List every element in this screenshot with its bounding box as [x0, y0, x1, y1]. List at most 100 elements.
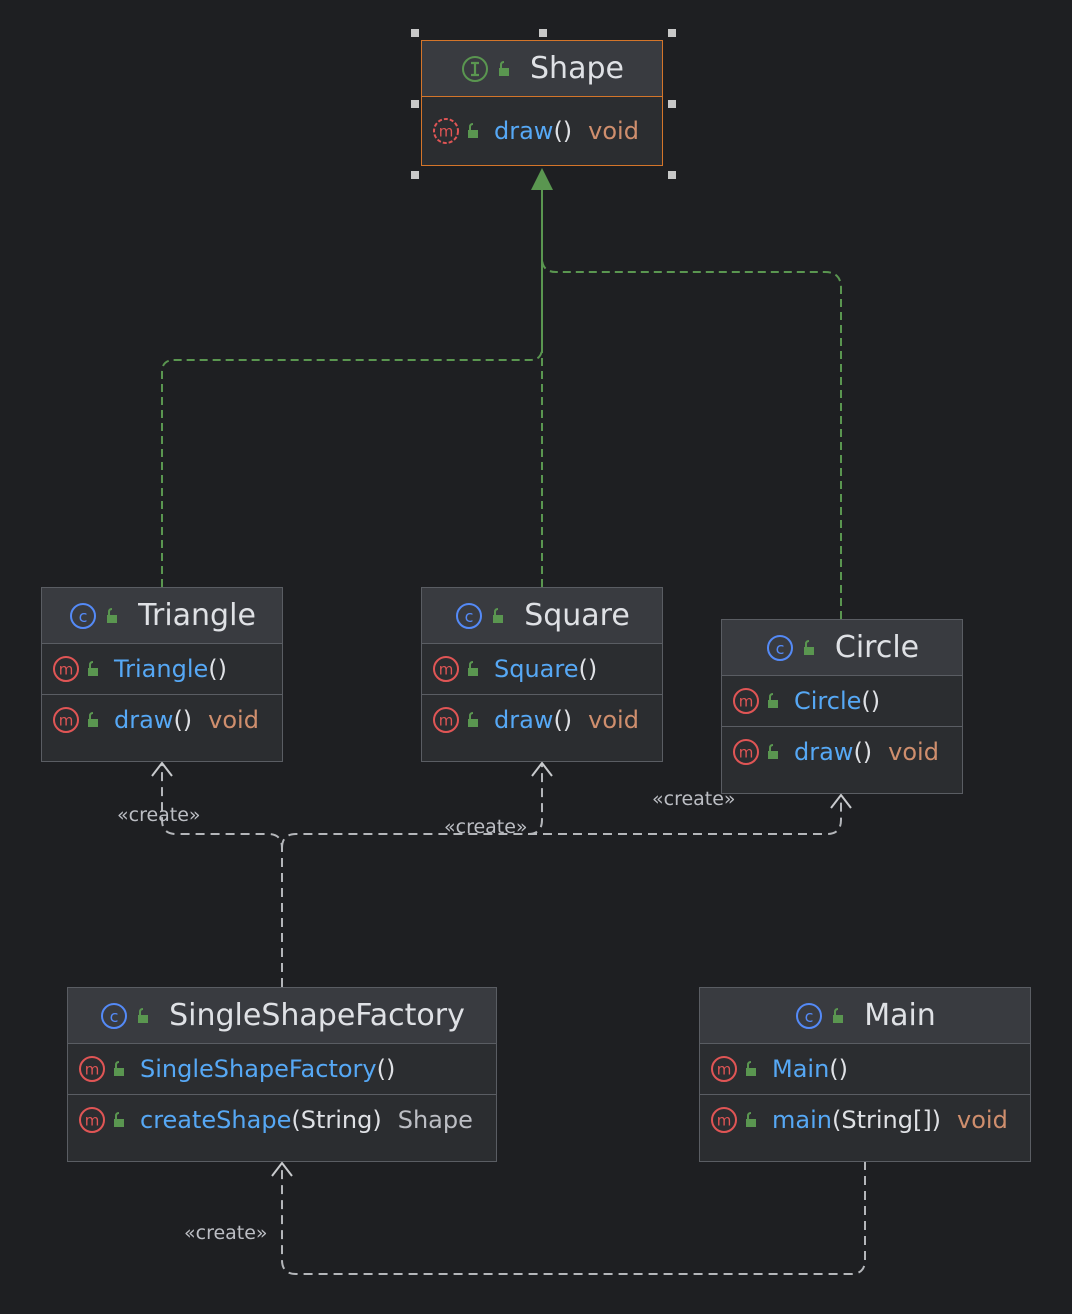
- public-lock-icon: [766, 693, 780, 709]
- method-name: draw: [114, 705, 174, 734]
- selection-handle[interactable]: [411, 100, 419, 108]
- method-icon: m: [52, 706, 80, 734]
- method-name: Circle: [794, 687, 862, 715]
- public-lock-icon: [86, 711, 100, 728]
- square-member-draw[interactable]: m draw () void: [422, 694, 662, 744]
- selection-handle[interactable]: [668, 100, 676, 108]
- realization-edge-circle-shape[interactable]: [541, 178, 842, 619]
- class-icon: c: [794, 1001, 824, 1031]
- svg-text:m: m: [739, 743, 754, 761]
- public-lock-icon: [104, 607, 120, 624]
- method-name: main: [772, 1105, 832, 1134]
- svg-text:m: m: [439, 661, 454, 679]
- shape-title: Shape: [530, 51, 624, 86]
- method-name: Triangle: [114, 655, 209, 683]
- method-name: Square: [494, 655, 579, 683]
- public-lock-icon: [830, 1007, 846, 1024]
- svg-text:c: c: [465, 607, 474, 626]
- public-lock-icon: [86, 661, 100, 677]
- method-icon: m: [710, 1055, 738, 1083]
- public-lock-icon: [466, 711, 480, 728]
- return-type: void: [588, 117, 639, 145]
- class-icon: c: [765, 633, 795, 663]
- method-params: (): [173, 705, 193, 734]
- create-edge-factory-triangle[interactable]: [161, 764, 283, 987]
- selection-handle[interactable]: [411, 29, 419, 37]
- singleshapefactory-class-node[interactable]: c SingleShapeFactory m SingleShapeFactor…: [67, 987, 497, 1162]
- public-lock-icon: [744, 1061, 758, 1077]
- method-params: (): [829, 1055, 849, 1083]
- shape-interface-node[interactable]: Shape m draw () void: [421, 40, 663, 166]
- method-icon: m: [52, 655, 80, 683]
- square-header: c Square: [422, 588, 662, 644]
- svg-text:m: m: [717, 1111, 732, 1129]
- square-member-constructor[interactable]: m Square (): [422, 644, 662, 694]
- method-params: (): [861, 687, 881, 715]
- svg-text:m: m: [739, 693, 754, 711]
- public-lock-icon: [801, 639, 817, 656]
- method-icon: m: [732, 738, 760, 766]
- main-class-node[interactable]: c Main m Main () m main (String[]) void: [699, 987, 1031, 1162]
- method-name: draw: [794, 737, 854, 766]
- svg-text:m: m: [85, 1111, 100, 1129]
- public-lock-icon: [466, 123, 480, 139]
- create-edge-factory-circle[interactable]: [528, 796, 842, 835]
- public-lock-icon: [135, 1007, 151, 1024]
- realization-edge-triangle-shape[interactable]: [161, 178, 543, 587]
- create-edge-factory-square[interactable]: [281, 764, 543, 849]
- class-icon: c: [454, 601, 484, 631]
- public-lock-icon: [466, 661, 480, 677]
- factory-title: SingleShapeFactory: [169, 998, 465, 1033]
- factory-member-constructor[interactable]: m SingleShapeFactory (): [68, 1044, 496, 1094]
- triangle-member-constructor[interactable]: m Triangle (): [42, 644, 282, 694]
- main-member-main[interactable]: m main (String[]) void: [700, 1094, 1030, 1144]
- realization-arrowhead: [531, 168, 553, 190]
- method-name: draw: [494, 705, 554, 734]
- method-icon: m: [710, 1106, 738, 1134]
- method-params: (): [853, 737, 873, 766]
- public-lock-icon: [496, 60, 512, 77]
- selection-handle[interactable]: [411, 171, 419, 179]
- method-params: (): [376, 1055, 396, 1083]
- method-icon: m: [732, 687, 760, 715]
- svg-text:c: c: [79, 607, 88, 626]
- triangle-class-node[interactable]: c Triangle m Triangle () m draw () void: [41, 587, 283, 762]
- main-member-constructor[interactable]: m Main (): [700, 1044, 1030, 1094]
- svg-text:m: m: [59, 711, 74, 729]
- svg-text:c: c: [775, 639, 784, 658]
- svg-text:m: m: [439, 711, 454, 729]
- method-name: Main: [772, 1055, 830, 1083]
- class-icon: c: [68, 601, 98, 631]
- create-arrowheads: [151, 761, 852, 1177]
- triangle-member-draw[interactable]: m draw () void: [42, 694, 282, 744]
- method-params: (): [553, 705, 573, 734]
- svg-text:m: m: [59, 661, 74, 679]
- method-params: (): [208, 655, 227, 683]
- square-class-node[interactable]: c Square m Square () m draw () void: [421, 587, 663, 762]
- return-type: void: [957, 1105, 1008, 1134]
- selection-handle[interactable]: [668, 171, 676, 179]
- main-title: Main: [864, 998, 936, 1033]
- selection-handle[interactable]: [539, 29, 547, 37]
- svg-text:c: c: [805, 1007, 814, 1026]
- svg-text:m: m: [717, 1061, 732, 1079]
- circle-member-constructor[interactable]: m Circle (): [722, 676, 962, 726]
- circle-class-node[interactable]: c Circle m Circle () m draw () void: [721, 619, 963, 794]
- method-icon: m: [432, 655, 460, 683]
- method-params: (String[]): [831, 1105, 942, 1134]
- shape-member-draw[interactable]: m draw () void: [422, 97, 662, 165]
- public-lock-icon: [112, 1111, 126, 1128]
- method-params: (String): [291, 1105, 382, 1134]
- triangle-header: c Triangle: [42, 588, 282, 644]
- main-header: c Main: [700, 988, 1030, 1044]
- shape-header: Shape: [422, 41, 662, 97]
- selection-handle[interactable]: [668, 29, 676, 37]
- method-icon: m: [78, 1106, 106, 1134]
- factory-member-createshape[interactable]: m createShape (String) Shape: [68, 1094, 496, 1144]
- create-edge-main-factory[interactable]: [281, 1161, 866, 1275]
- square-title: Square: [524, 598, 630, 633]
- triangle-title: Triangle: [138, 598, 256, 633]
- circle-member-draw[interactable]: m draw () void: [722, 726, 962, 776]
- circle-title: Circle: [834, 630, 920, 665]
